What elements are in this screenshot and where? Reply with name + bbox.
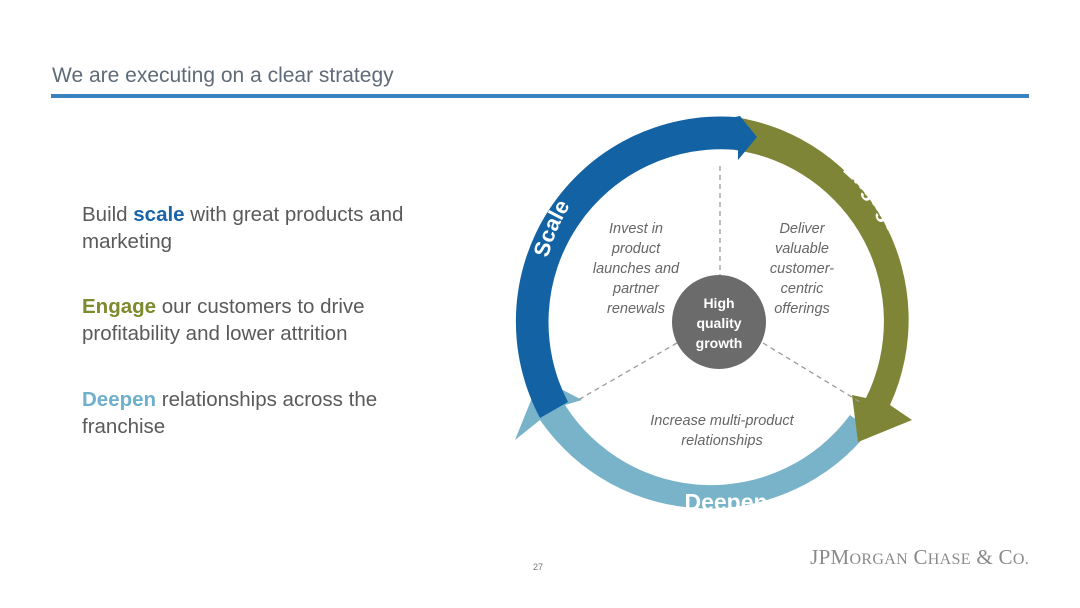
bullet-scale-text: with great products and marketing [82,203,404,253]
title-divider [51,94,1029,98]
bullet-engage-text: our customers to drive profitability and… [82,295,365,345]
deepen-arc-label: Deepen [684,489,767,515]
bullet-deepen-text: relationships across the franchise [82,388,378,438]
scale-arc [515,116,757,418]
segment-tr-line-1: Deliver [779,221,825,237]
segment-tl-line-1: Invest in [609,221,663,237]
bullet-deepen: Deepen relationships across the franchis… [82,386,432,440]
logo-amp: & [970,545,999,569]
logo-hase: HASE [927,551,971,568]
segment-tr-line-5: offerings [774,301,830,317]
bullet-scale: Build scale with great products and mark… [82,201,432,255]
segment-tl-line-3: launches and [593,261,680,277]
segment-tr-line-4: centric [781,281,824,297]
segment-bottom-line-2: relationships [681,433,762,449]
logo-co-c: C [998,545,1013,569]
segment-tr-line-3: customer- [770,261,834,277]
logo-organ: ORGAN [849,551,908,568]
hub-line-2: quality [696,315,741,331]
slide-title: We are executing on a clear strategy [52,64,394,87]
segment-tl-line-2: product [611,241,661,257]
hub-line-1: High [703,295,734,311]
logo-jp: JP [810,545,831,569]
divider-right [762,342,861,403]
logo-c: C [913,545,928,569]
bullet-deepen-keyword: Deepen [82,388,157,411]
bullet-engage: Engage our customers to drive profitabil… [82,293,432,347]
logo-co-o: O. [1012,551,1029,568]
segment-tl-line-4: partner [612,281,660,297]
segment-tl-line-5: renewals [607,301,665,317]
segment-bottom-line-1: Increase multi-product [650,413,794,429]
engage-arc [735,117,912,442]
divider-left [577,342,678,401]
logo-m: M [830,545,850,569]
page-number: 27 [533,562,544,572]
bullet-scale-keyword: scale [133,203,185,226]
jpmorgan-chase-logo: JPMORGAN CHASE & CO. [810,545,1029,570]
hub-line-3: growth [696,335,743,351]
segment-tr-line-2: valuable [775,241,829,257]
deepen-arc [515,378,870,509]
hub-circle [672,275,766,369]
bullet-scale-pre: Build [82,203,134,226]
bullet-engage-keyword: Engage [82,295,157,318]
